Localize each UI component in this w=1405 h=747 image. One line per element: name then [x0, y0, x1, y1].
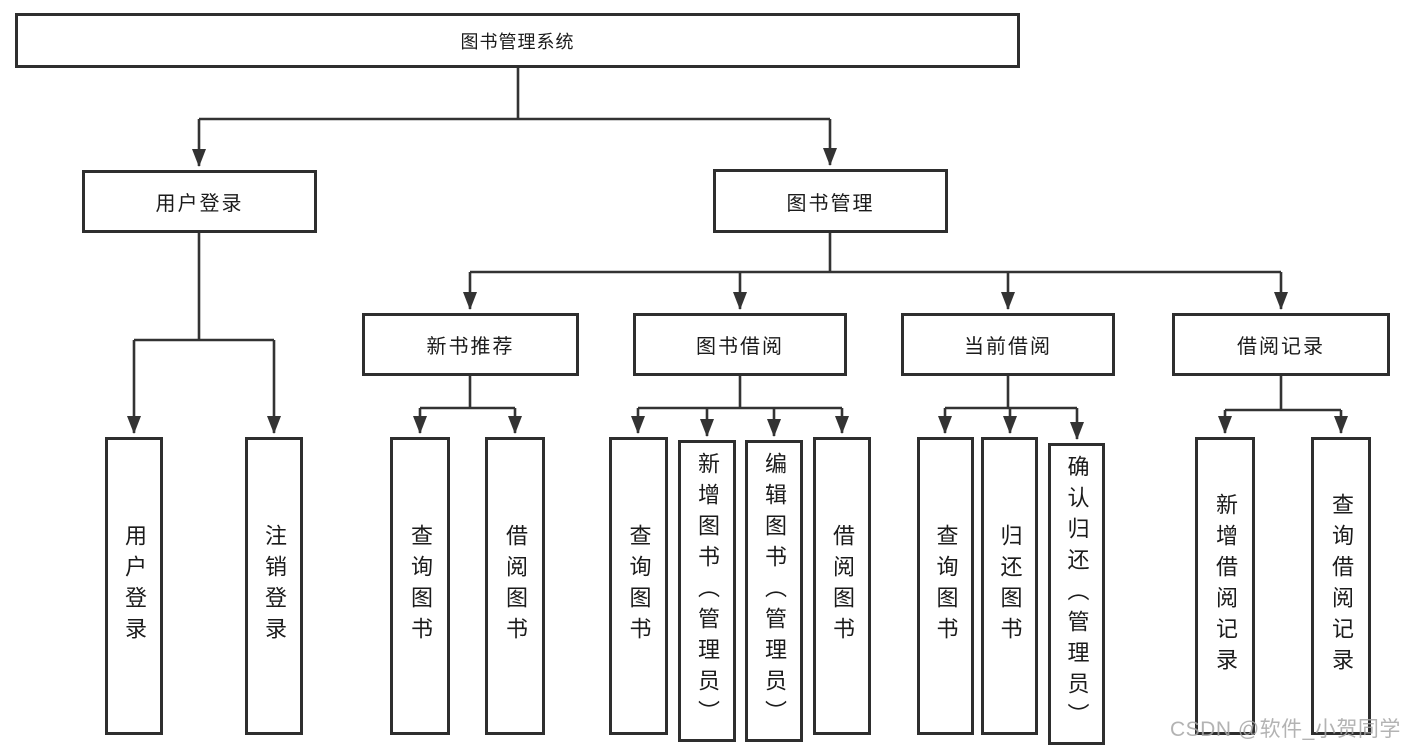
leaf-borrow-books-borrow: 借阅图书	[813, 437, 871, 735]
leaf-add-borrow-record-label: 新增借阅记录	[1213, 493, 1238, 679]
leaf-add-book-admin-label: 新增图书（管理员）	[695, 451, 720, 731]
leaf-query-borrow-record-label: 查询借阅记录	[1329, 493, 1354, 679]
leaf-query-books-current-label: 查询图书	[933, 524, 959, 648]
node-book-borrow: 图书借阅	[633, 313, 847, 376]
leaf-logout-login-label: 注销登录	[262, 524, 287, 648]
leaf-query-books-borrow: 查询图书	[609, 437, 668, 735]
node-book-management: 图书管理	[713, 169, 948, 233]
leaf-confirm-return-admin-label: 确认归还（管理员）	[1064, 454, 1090, 734]
leaf-borrow-books-recommend-label: 借阅图书	[503, 524, 528, 648]
leaf-query-borrow-record: 查询借阅记录	[1311, 437, 1371, 735]
leaf-add-borrow-record: 新增借阅记录	[1195, 437, 1255, 735]
leaf-query-books-borrow-label: 查询图书	[626, 524, 652, 648]
leaf-add-book-admin: 新增图书（管理员）	[678, 440, 736, 742]
watermark: CSDN @软件_小贺同学	[1170, 718, 1401, 741]
leaf-user-login: 用户登录	[105, 437, 163, 735]
leaf-edit-book-admin: 编辑图书（管理员）	[745, 440, 803, 742]
leaf-query-books-recommend-label: 查询图书	[408, 524, 433, 648]
leaf-query-books-current: 查询图书	[917, 437, 974, 735]
node-new-book-recommend: 新书推荐	[362, 313, 579, 376]
leaf-query-books-recommend: 查询图书	[390, 437, 450, 735]
leaf-borrow-books-recommend: 借阅图书	[485, 437, 545, 735]
leaf-return-book: 归还图书	[981, 437, 1038, 735]
node-borrow-records: 借阅记录	[1172, 313, 1390, 376]
leaf-logout-login: 注销登录	[245, 437, 303, 735]
node-root: 图书管理系统	[15, 13, 1020, 68]
node-user-login: 用户登录	[82, 170, 317, 233]
leaf-user-login-label: 用户登录	[122, 524, 147, 648]
leaf-edit-book-admin-label: 编辑图书（管理员）	[762, 451, 787, 731]
leaf-return-book-label: 归还图书	[997, 524, 1023, 648]
leaf-confirm-return-admin: 确认归还（管理员）	[1048, 443, 1105, 745]
leaf-borrow-books-borrow-label: 借阅图书	[830, 524, 855, 648]
node-current-borrow: 当前借阅	[901, 313, 1115, 376]
